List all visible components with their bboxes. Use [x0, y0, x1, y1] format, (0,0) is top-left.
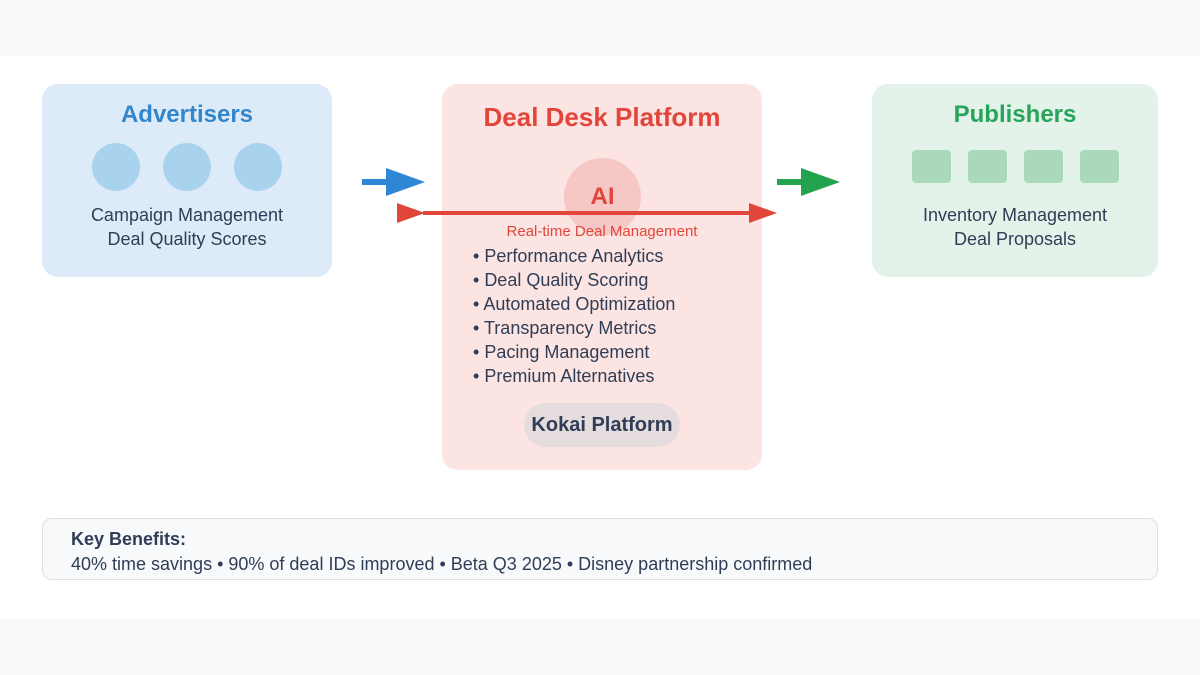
top-margin-band — [0, 0, 1200, 56]
advertiser-icons-row — [42, 143, 332, 191]
publishers-capabilities: Inventory Management Deal Proposals — [872, 203, 1158, 251]
publisher-square-icon — [1079, 150, 1119, 183]
advertisers-line-1: Campaign Management — [90, 205, 284, 225]
feature-item: Premium Alternatives — [473, 364, 675, 388]
advertiser-circle-icon — [92, 143, 140, 191]
feature-item: Pacing Management — [473, 340, 675, 364]
platform-title: Deal Desk Platform — [483, 102, 721, 132]
feature-item: Performance Analytics — [473, 244, 675, 268]
publishers-line-1: Inventory Management — [922, 205, 1108, 225]
realtime-flow-label: Real-time Deal Management — [506, 223, 698, 240]
advertiser-circle-icon — [163, 143, 211, 191]
kokai-platform-badge: Kokai Platform — [524, 403, 680, 447]
advertiser-circle-icon — [234, 143, 282, 191]
advertisers-capabilities: Campaign Management Deal Quality Scores — [42, 203, 332, 251]
publisher-icons-row — [872, 150, 1158, 183]
publisher-square-icon — [911, 150, 951, 183]
publishers-card: Publishers Inventory Management Deal Pro… — [872, 84, 1158, 277]
kokai-platform-badge-label: Kokai Platform — [531, 413, 673, 436]
publisher-square-icon — [967, 150, 1007, 183]
key-benefits-panel: Key Benefits: 40% time savings • 90% of … — [42, 518, 1158, 580]
feature-item: Automated Optimization — [473, 292, 675, 316]
ai-circle-icon: AI — [564, 158, 641, 235]
publisher-square-icon — [1023, 150, 1063, 183]
advertisers-card: Advertisers Campaign Management Deal Qua… — [42, 84, 332, 277]
bottom-margin-band — [0, 619, 1200, 675]
ai-label: AI — [590, 182, 615, 210]
realtime-deal-flow-arrow-icon — [397, 203, 777, 223]
feature-item: Transparency Metrics — [473, 316, 675, 340]
platform-feature-list: Performance Analytics Deal Quality Scori… — [473, 244, 675, 388]
publishers-line-2: Deal Proposals — [953, 229, 1077, 249]
feature-item: Deal Quality Scoring — [473, 268, 675, 292]
key-benefits-heading: Key Benefits: — [71, 529, 187, 549]
platform-to-publishers-arrow-icon — [777, 168, 840, 196]
advertisers-title: Advertisers — [120, 101, 254, 128]
advertisers-to-platform-arrow-icon — [362, 168, 425, 196]
deal-desk-platform-card: Deal Desk Platform AI Real-time Deal Man… — [442, 84, 762, 470]
key-benefits-summary: 40% time savings • 90% of deal IDs impro… — [71, 554, 813, 574]
advertisers-line-2: Deal Quality Scores — [107, 229, 267, 249]
publishers-title: Publishers — [953, 101, 1077, 128]
